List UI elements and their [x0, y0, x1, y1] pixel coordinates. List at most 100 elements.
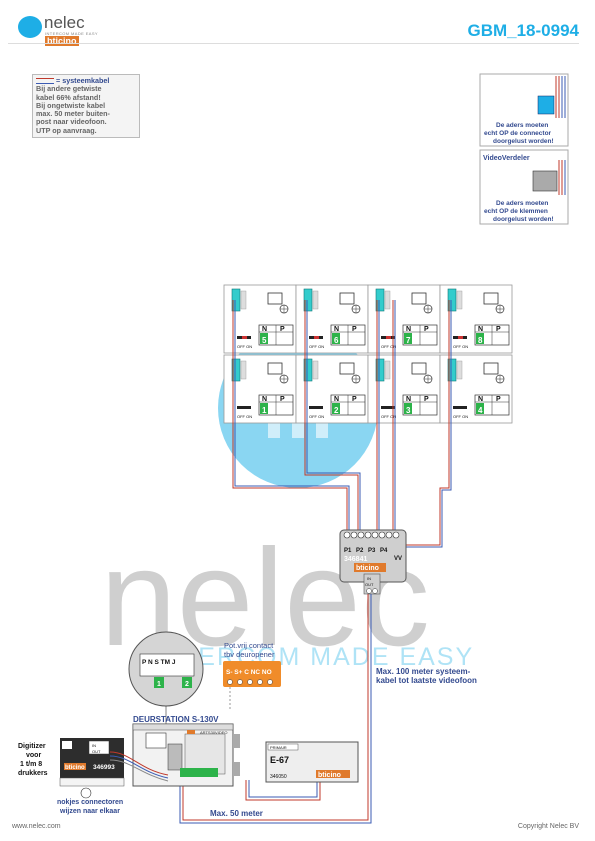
legend-line: post naar videofoon.: [36, 117, 107, 127]
header: nelec INTERCOM MADE EASY bticino GBM_18-…: [0, 0, 595, 46]
port-label: P4: [380, 548, 388, 554]
legend-note: = systeemkabel Bij andere getwiste kabel…: [32, 74, 140, 139]
off-on-label: OFF ON: [237, 414, 252, 419]
off-on-label: OFF ON: [237, 344, 252, 349]
connector-note: De aders moeten echt OP de connector doo…: [479, 73, 569, 147]
zoom-2: 2: [185, 681, 189, 688]
trunk-cable: [179, 594, 372, 824]
door-station-art: ARTS30VIDEO: [200, 730, 228, 735]
digitizer-model: 346993: [93, 764, 115, 771]
door-opener-contact: Pot.vrij contact tbv deuropener S- S+ C …: [223, 641, 281, 710]
p-label: P: [496, 396, 501, 403]
footer-copyright: Copyright Nelec BV: [517, 823, 579, 830]
power-brand: bticino: [318, 772, 341, 779]
distributor-out: OUT: [365, 582, 374, 587]
contact-terminals: S- S+ C NC NO: [226, 669, 272, 676]
monitor-cables: [232, 300, 452, 548]
zoom-labels: P N S TM J: [142, 659, 176, 666]
digitizer-brand: bticino: [65, 765, 85, 771]
power-primair: PRIMAIR: [270, 745, 287, 750]
port-label: P2: [356, 548, 364, 554]
monitor-number: 1: [262, 406, 267, 415]
max100-line1: Max. 100 meter systeem-: [376, 667, 471, 676]
legend-line: max. 50 meter buiten-: [36, 109, 110, 119]
splitter-note-line: doorgelust worden!: [493, 216, 554, 223]
n-label: N: [262, 326, 267, 333]
max100-line2: kabel tot laatste videofoon: [376, 676, 477, 685]
contact-title-1: Pot.vrij contact: [224, 641, 274, 650]
brand-name: nelec: [44, 13, 85, 32]
p-label: P: [496, 326, 501, 333]
monitor-number: 2: [334, 406, 339, 415]
brand-sub: bticino: [45, 36, 79, 46]
nelec-logo-icon: [18, 16, 42, 38]
power-model: E-67: [270, 755, 289, 765]
splitter-note-title: VideoVerdeler: [483, 155, 530, 162]
monitor-number: 8: [478, 336, 483, 345]
legend-cable-label: = systeemkabel: [56, 76, 110, 85]
legend-line: Bij andere getwiste: [36, 84, 102, 94]
legend-cable-row: = systeemkabel: [36, 76, 136, 85]
footer-url: www.nelec.com: [12, 823, 61, 830]
digitizer-label: 1 t/m 8: [20, 761, 42, 768]
digitizer: IN OUT bticino 346993 Digitizer voor 1 t…: [18, 738, 169, 815]
n-label: N: [334, 326, 339, 333]
off-on-label: OFF ON: [453, 344, 468, 349]
n-label: N: [478, 396, 483, 403]
connector-note-line: De aders moeten: [496, 122, 548, 129]
power-number: 346050: [270, 774, 287, 780]
off-on-label: OFF ON: [453, 414, 468, 419]
distributor-model: 346841: [344, 556, 367, 563]
port-label: P1: [344, 548, 352, 554]
off-on-label: OFF ON: [309, 344, 324, 349]
off-on-label: OFF ON: [309, 414, 324, 419]
p-label: P: [352, 396, 357, 403]
document-number: GBM_18-0994: [467, 21, 579, 40]
n-label: N: [334, 396, 339, 403]
contact-title-2: tbv deuropener: [224, 650, 275, 659]
distributor-in: IN: [367, 576, 371, 581]
door-station-title: DEURSTATION S-130V: [133, 715, 219, 724]
legend-line: Bij ongetwiste kabel: [36, 100, 106, 110]
monitor-number: 6: [334, 336, 339, 345]
digitizer-note: wijzen naar elkaar: [59, 808, 120, 815]
legend-line: kabel 66% afstand!: [36, 92, 101, 102]
p-label: P: [280, 396, 285, 403]
n-label: N: [406, 326, 411, 333]
n-label: N: [406, 396, 411, 403]
p-label: P: [352, 326, 357, 333]
p-label: P: [280, 326, 285, 333]
monitor-number: 7: [406, 336, 411, 345]
off-on-label: OFF ON: [381, 344, 396, 349]
digitizer-label: voor: [26, 752, 41, 759]
connector-note-line: doorgelust worden!: [493, 138, 554, 145]
max50-label: Max. 50 meter: [210, 809, 263, 818]
legend-line: UTP op aanvraag.: [36, 125, 97, 135]
digitizer-label: drukkers: [18, 770, 48, 777]
off-on-label: OFF ON: [381, 414, 396, 419]
monitor-number: 5: [262, 336, 267, 345]
door-station: DEURSTATION S-130V ARTS30VIDEO: [132, 715, 240, 787]
header-divider: [8, 43, 579, 44]
splitter-note-line: De aders moeten: [496, 200, 548, 207]
distributor-brand: bticino: [356, 565, 379, 572]
digitizer-out: OUT: [92, 749, 101, 754]
splitter-note: VideoVerdeler De aders moeten echt OP de…: [479, 149, 569, 225]
brand-tagline: INTERCOM MADE EASY: [45, 31, 98, 36]
connector-note-line: echt OP de connector: [484, 130, 552, 137]
digitizer-label: Digitizer: [18, 743, 46, 750]
video-distributor: P1 P2 P3 P4 VV 346841 bticino IN OUT: [339, 529, 407, 595]
monitor-number: 3: [406, 406, 411, 415]
watermark-tagline: INTERCOM MADE EASY: [152, 643, 474, 671]
n-label: N: [262, 396, 267, 403]
distributor-vv: VV: [394, 556, 402, 562]
digitizer-in: IN: [92, 743, 96, 748]
p-label: P: [424, 396, 429, 403]
port-label: P3: [368, 548, 376, 554]
cable-legend-icon: [36, 78, 54, 85]
n-label: N: [478, 326, 483, 333]
splitter-note-line: echt OP de klemmen: [484, 208, 548, 215]
monitor-number: 4: [478, 406, 483, 415]
